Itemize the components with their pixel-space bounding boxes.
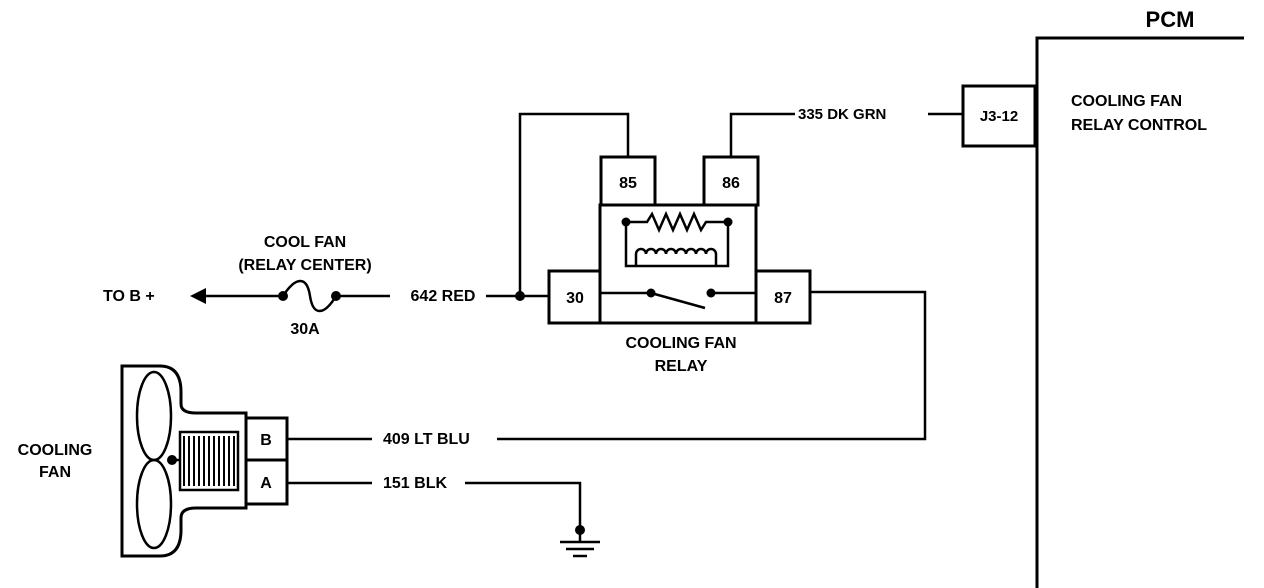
wire-409-label: 409 LT BLU bbox=[383, 431, 470, 448]
relay-coil-resistor bbox=[626, 210, 728, 234]
relay-coil-winding bbox=[634, 247, 718, 266]
fuse-name-2: (RELAY CENTER) bbox=[238, 257, 371, 274]
relay-pin-86-box bbox=[702, 155, 760, 207]
fan-label-2: FAN bbox=[39, 464, 71, 481]
fan-motor-winding bbox=[178, 430, 240, 492]
pcm-outline bbox=[1035, 36, 1244, 588]
fuse-element bbox=[281, 279, 338, 313]
relay-pin-30-label: 30 bbox=[566, 290, 584, 307]
pcm-module: PCM J3-12 COOLING FAN RELAY CONTROL bbox=[961, 7, 1244, 588]
pcm-connector-label: J3-12 bbox=[980, 108, 1018, 125]
fan-pin-a-box bbox=[244, 458, 289, 506]
fan-pin-a-label: A bbox=[260, 475, 272, 492]
fan-blade-upper bbox=[135, 370, 173, 462]
relay-pin-85-label: 85 bbox=[619, 175, 637, 192]
fuse-name-1: COOL FAN bbox=[264, 234, 346, 251]
wire-409-segment-1 bbox=[497, 290, 927, 441]
relay-switch-arm bbox=[650, 291, 706, 310]
wires: 335 DK GRN 642 RED COOL FAN (RELAY CENTE… bbox=[103, 106, 963, 558]
cooling-fan-motor: B A COOLING FAN bbox=[18, 364, 289, 558]
ground-icon bbox=[560, 530, 600, 558]
relay-coil-frame bbox=[624, 222, 730, 268]
pcm-function-label-1: COOLING FAN bbox=[1071, 93, 1182, 110]
fan-pin-b-label: B bbox=[260, 432, 272, 449]
wire-85-jumper bbox=[518, 112, 630, 296]
wire-151-segment-2 bbox=[465, 481, 582, 530]
wire-151-label: 151 BLK bbox=[383, 475, 447, 492]
wire-335-segment-1 bbox=[729, 112, 795, 157]
battery-label: TO B + bbox=[103, 288, 155, 305]
relay-switch-contact bbox=[706, 288, 716, 298]
relay-pin-87-label: 87 bbox=[774, 290, 792, 307]
fan-housing bbox=[120, 364, 248, 558]
relay-label-2: RELAY bbox=[655, 358, 708, 375]
fan-pin-b-box bbox=[244, 416, 289, 462]
fan-motor-coil-lines bbox=[183, 436, 235, 486]
arrow-left-icon bbox=[190, 288, 206, 304]
fan-label-1: COOLING bbox=[18, 442, 93, 459]
pcm-function-label-2: RELAY CONTROL bbox=[1071, 117, 1207, 134]
wire-642-label: 642 RED bbox=[411, 288, 476, 305]
relay-pin-86-label: 86 bbox=[722, 175, 740, 192]
relay-label-1: COOLING FAN bbox=[625, 335, 736, 352]
relay-pin-87-box bbox=[754, 269, 812, 325]
cooling-fan-relay: 85 86 30 87 COOLING FAN RELAY bbox=[547, 155, 812, 375]
pcm-connector-j3-12 bbox=[961, 84, 1037, 148]
wire-335-label: 335 DK GRN bbox=[798, 106, 886, 123]
fan-blade-lower bbox=[135, 458, 173, 550]
fuse-rating: 30A bbox=[290, 321, 320, 338]
pcm-title: PCM bbox=[1146, 7, 1195, 32]
